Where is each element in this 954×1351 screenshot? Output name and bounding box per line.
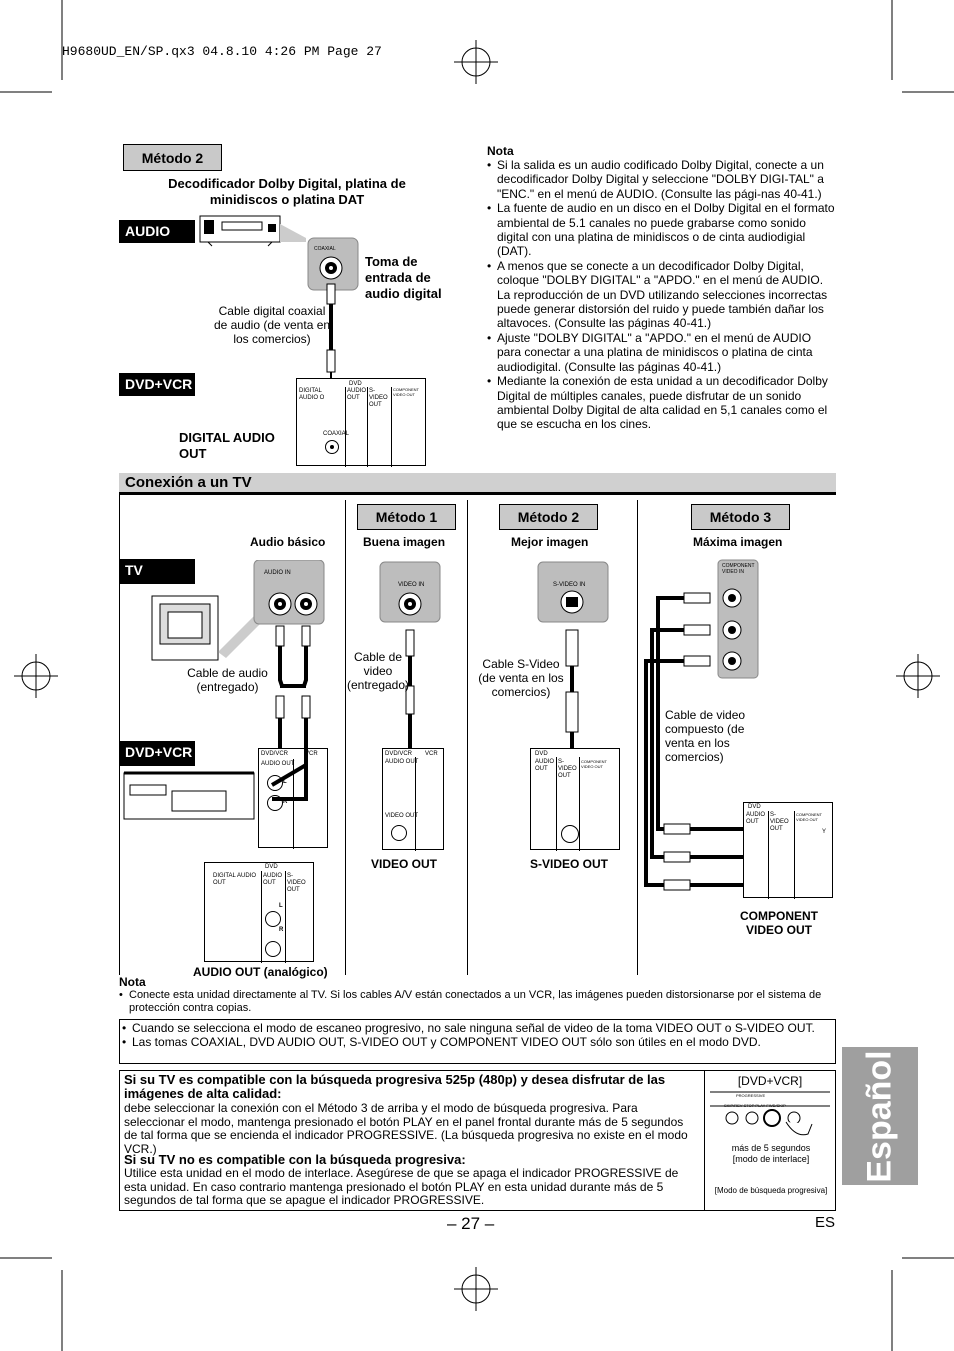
interlace-note: más de 5 segundos [modo de interlace]: [731, 1143, 811, 1164]
nota-top-item: La fuente de audio en un disco en el Dol…: [487, 201, 835, 259]
cable-component-label: Cable de video compuesto (de venta en lo…: [665, 708, 746, 764]
video-diagram: [379, 561, 441, 836]
quality-basic: Audio básico: [250, 535, 326, 549]
progressive-divider: [704, 1070, 705, 1211]
component-video-in-label: COMPONENT VIDEO IN: [722, 563, 755, 575]
nota-top-item: Ajuste "DOLBY DIGITAL" a "APDO." en el m…: [487, 331, 835, 374]
nota-bottom-title: Nota: [119, 975, 146, 989]
toma-label: Toma de entrada de audio digital: [365, 254, 442, 301]
nota-top-item: A menos que se conecte a un decodificado…: [487, 259, 835, 331]
component-diagram: [644, 559, 804, 891]
progressive-box: [119, 1070, 836, 1211]
method-label: Método 2: [123, 144, 222, 171]
decoder-diagram: COAXIAL: [199, 215, 359, 440]
method-2-label: Método 2: [499, 504, 598, 530]
tv-tag: TV: [119, 559, 195, 584]
dvdvcr-tag: DVD+VCR: [119, 741, 195, 766]
section-bar: Conexión a un TV: [119, 473, 836, 495]
nota-top-item: Si la salida es un audio codificado Dolb…: [487, 158, 835, 201]
rear-panel-video: DVD/VCR VCR AUDIO OUT VIDEO OUT: [382, 748, 444, 851]
progressive-text-2: Utilice esta unidad en el modo de interl…: [124, 1166, 679, 1208]
bullet-box: Cuando se selecciona el modo de escaneo …: [119, 1019, 836, 1064]
language-tab-label: Español: [860, 1049, 899, 1183]
progressive-indicator-label: PROGRESSIVE: [736, 1093, 766, 1098]
quality-better: Mejor imagen: [511, 535, 589, 549]
audio-tag: AUDIO: [119, 220, 195, 243]
quality-good: Buena imagen: [363, 535, 446, 549]
nota-top-item: Mediante la conexión de esta unidad a un…: [487, 374, 835, 432]
rear-panel-component: DVD AUDIO OUT S-VIDEO OUT COMPONENT VIDE…: [743, 802, 833, 899]
page-number: – 27 –: [447, 1214, 495, 1233]
rear-panel-svideo: DVD AUDIO OUT S-VIDEO OUT COMPONENT VIDE…: [530, 748, 620, 851]
cable-svideo-label: Cable S-Video (de venta en los comercios…: [478, 657, 564, 699]
nota-top-title: Nota: [487, 144, 514, 158]
progressive-heading-1: Si su TV es compatible con la búsqueda p…: [124, 1072, 666, 1101]
decoder-title: Decodificador Dolby Digital, platina de …: [168, 176, 406, 207]
bullet-box-item: Cuando se selecciona el modo de escaneo …: [122, 1021, 833, 1036]
nota-bottom-list: Conecte esta unidad directamente al TV. …: [119, 989, 835, 1015]
cable-video-label: Cable de video (entregado): [346, 650, 410, 692]
tv-audio-diagram: [151, 560, 325, 810]
front-panel-diagram: [710, 1091, 830, 1136]
diagram-title: [DVD+VCR]: [737, 1074, 803, 1088]
progressive-heading-2: Si su TV no es compatible con la búsqued…: [124, 1152, 466, 1167]
svideo-in-label: S-VIDEO IN: [553, 582, 586, 588]
coaxial-jack-label: COAXIAL: [314, 246, 336, 252]
audio-in-label: AUDIO IN: [264, 570, 291, 576]
digital-audio-out-label: DIGITAL AUDIO OUT: [179, 430, 275, 461]
svideo-out-label: S-VIDEO OUT: [530, 857, 609, 871]
section-left-border: [119, 495, 120, 975]
divider: [345, 500, 346, 975]
dvdvcr-tag-top: DVD+VCR: [119, 373, 195, 396]
progressive-note: [Modo de búsqueda progresiva]: [714, 1186, 828, 1195]
audio-cable-path: [270, 745, 308, 801]
nota-top-list: Si la salida es un audio codificado Dolb…: [487, 158, 835, 432]
front-buttons-label: SKIP/REV STOP PLAY FWD/SKIP: [724, 1103, 786, 1108]
divider: [467, 500, 468, 975]
rear-panel-top: DVD DIGITAL AUDIO O AUDIO OUT S-VIDEO OU…: [296, 378, 426, 467]
bullet-box-item: Las tomas COAXIAL, DVD AUDIO OUT, S-VIDE…: [122, 1035, 833, 1050]
progressive-text-1: debe seleccionar la conexión con el Méto…: [124, 1101, 688, 1157]
divider: [637, 500, 638, 975]
component-video-out-label: COMPONENT VIDEO OUT: [740, 909, 818, 937]
cable-audio-label: Cable de audio (entregado): [187, 666, 268, 694]
nota-bottom-item: Conecte esta unidad directamente al TV. …: [119, 989, 835, 1015]
language-code: ES: [815, 1214, 836, 1231]
audio-out-analog-label: AUDIO OUT (analógico): [193, 965, 328, 979]
section-title: Conexión a un TV: [125, 474, 252, 491]
method-3-label: Método 3: [691, 504, 790, 530]
video-out-label: VIDEO OUT: [371, 857, 438, 871]
dvdvcr-unit: [123, 771, 255, 820]
quality-best: Máxima imagen: [693, 535, 783, 549]
language-tab: Español: [842, 1047, 918, 1185]
file-header: H9680UD_EN/SP.qx3 04.8.10 4:26 PM Page 2…: [62, 44, 382, 59]
rear-panel-dvd-analog: DVD DIGITAL AUDIO OUT AUDIO OUT S-VIDEO …: [204, 862, 314, 963]
method-1-label: Método 1: [357, 504, 456, 530]
cable-label: Cable digital coaxial de audio (de venta…: [213, 304, 331, 346]
video-in-label: VIDEO IN: [398, 582, 425, 588]
